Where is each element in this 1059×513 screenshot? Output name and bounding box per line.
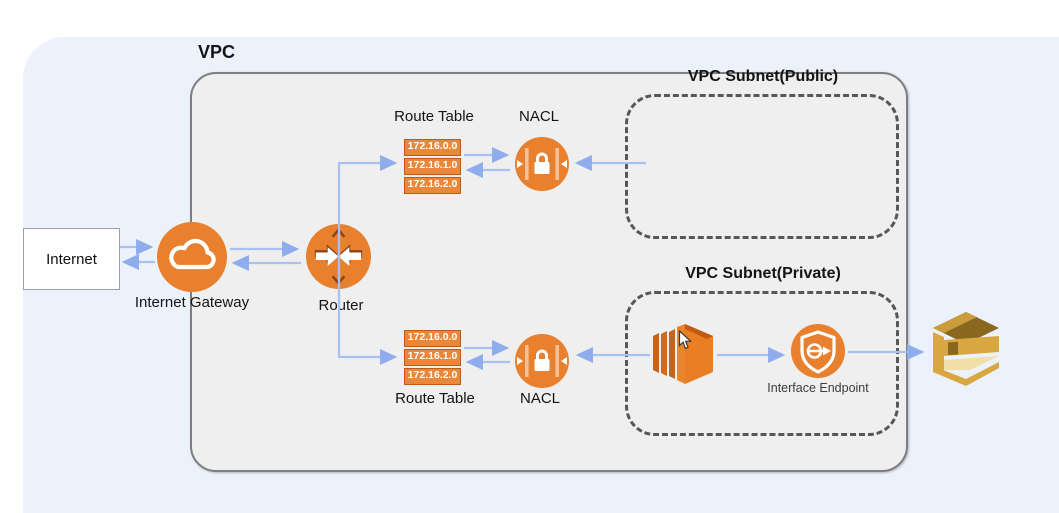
nacl-top-node (515, 137, 569, 196)
subnet-private-box (625, 291, 899, 436)
interface-endpoint-node (791, 324, 845, 383)
router-arrows-icon (306, 224, 371, 289)
lock-icon (515, 334, 569, 388)
subnet-public-box (625, 94, 899, 239)
ec2-instance-node (652, 320, 714, 391)
internet-node: Internet (23, 228, 120, 290)
router-label: Router (318, 297, 364, 314)
route-table-bottom: 172.16.0.0 172.16.1.0 172.16.2.0 (404, 330, 461, 387)
internet-gateway-node (157, 222, 227, 297)
internet-label: Internet (46, 250, 97, 268)
route-entry: 172.16.0.0 (404, 139, 461, 156)
route-table-top-label: Route Table (394, 108, 474, 125)
aws-sqs-service-icon (930, 310, 1002, 393)
internet-gateway-label: Internet Gateway (134, 294, 250, 311)
interface-endpoint-label: Interface Endpoint (767, 381, 869, 395)
shield-arrow-icon (791, 324, 845, 378)
route-entry: 172.16.1.0 (404, 158, 461, 175)
route-entry: 172.16.2.0 (404, 368, 461, 385)
subnet-private-label: VPC Subnet(Private) (685, 265, 841, 282)
cloud-icon (157, 222, 227, 292)
route-entry: 172.16.1.0 (404, 349, 461, 366)
route-entry: 172.16.0.0 (404, 330, 461, 347)
nacl-bottom-label: NACL (519, 390, 561, 407)
vpc-label: VPC (198, 42, 236, 62)
route-table-bottom-label: Route Table (395, 390, 475, 407)
lock-icon (515, 137, 569, 191)
subnet-public-label: VPC Subnet(Public) (687, 68, 839, 85)
ec2-instances-icon (653, 324, 713, 384)
nacl-bottom-node (515, 334, 569, 393)
nacl-top-label: NACL (518, 108, 560, 125)
mouse-pointer-icon (678, 329, 693, 356)
route-table-top: 172.16.0.0 172.16.1.0 172.16.2.0 (404, 139, 461, 196)
router-node (306, 224, 371, 294)
route-entry: 172.16.2.0 (404, 177, 461, 194)
